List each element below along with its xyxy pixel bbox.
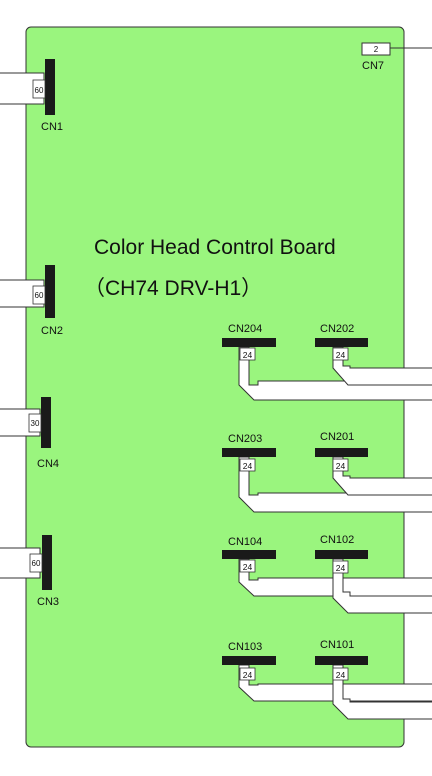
connector-cn202 bbox=[315, 338, 368, 347]
cn7-pin-count: 2 bbox=[374, 45, 379, 54]
connector-cn104 bbox=[222, 550, 276, 559]
cn4-label: CN4 bbox=[37, 458, 59, 470]
cn102-pin-count: 24 bbox=[336, 563, 346, 573]
connector-cn204 bbox=[222, 338, 276, 347]
connector-cn103 bbox=[222, 656, 276, 665]
cn102-label: CN102 bbox=[320, 534, 354, 546]
cn2-label: CN2 bbox=[41, 325, 63, 337]
cn7-label: CN7 bbox=[362, 60, 384, 72]
connector-cn2 bbox=[45, 265, 55, 318]
cn104-pin-count: 24 bbox=[243, 562, 253, 572]
cn3-pin-count: 60 bbox=[32, 559, 41, 568]
connector-cn203 bbox=[222, 448, 276, 457]
cn101-label: CN101 bbox=[320, 639, 354, 651]
cn101-pin-count: 24 bbox=[336, 670, 346, 680]
cn103-label: CN103 bbox=[228, 641, 262, 653]
cn202-pin-count: 24 bbox=[336, 350, 346, 360]
flat-cables bbox=[238, 346, 432, 720]
cn201-pin-count: 24 bbox=[336, 461, 346, 471]
cn1-pin-count: 60 bbox=[35, 86, 44, 95]
connector-cn102 bbox=[315, 550, 368, 559]
connector-cn1 bbox=[45, 59, 55, 115]
cn203-label: CN203 bbox=[228, 433, 262, 445]
cn204-label: CN204 bbox=[228, 323, 262, 335]
cn204-pin-count: 24 bbox=[243, 350, 253, 360]
cable-cn101 bbox=[332, 664, 432, 720]
cn103-pin-count: 24 bbox=[243, 670, 253, 680]
connector-cn4 bbox=[41, 397, 51, 448]
cn203-pin-count: 24 bbox=[243, 461, 253, 471]
cn1-label: CN1 bbox=[41, 121, 63, 133]
cable-cn102 bbox=[332, 558, 432, 614]
cn104-label: CN104 bbox=[228, 536, 262, 548]
board-title: Color Head Control Board bbox=[94, 236, 336, 259]
cn4-pin-count: 30 bbox=[31, 419, 40, 428]
cn2-pin-count: 60 bbox=[35, 291, 44, 300]
board-subtitle: （CH74 DRV-H1） bbox=[84, 277, 263, 300]
cn3-label: CN3 bbox=[37, 596, 59, 608]
connector-cn3 bbox=[42, 535, 52, 590]
cn202-label: CN202 bbox=[320, 323, 354, 335]
cn201-label: CN201 bbox=[320, 431, 354, 443]
connector-cn7 bbox=[361, 42, 391, 56]
connector-cn201 bbox=[315, 448, 368, 457]
connector-cn101 bbox=[315, 656, 368, 665]
